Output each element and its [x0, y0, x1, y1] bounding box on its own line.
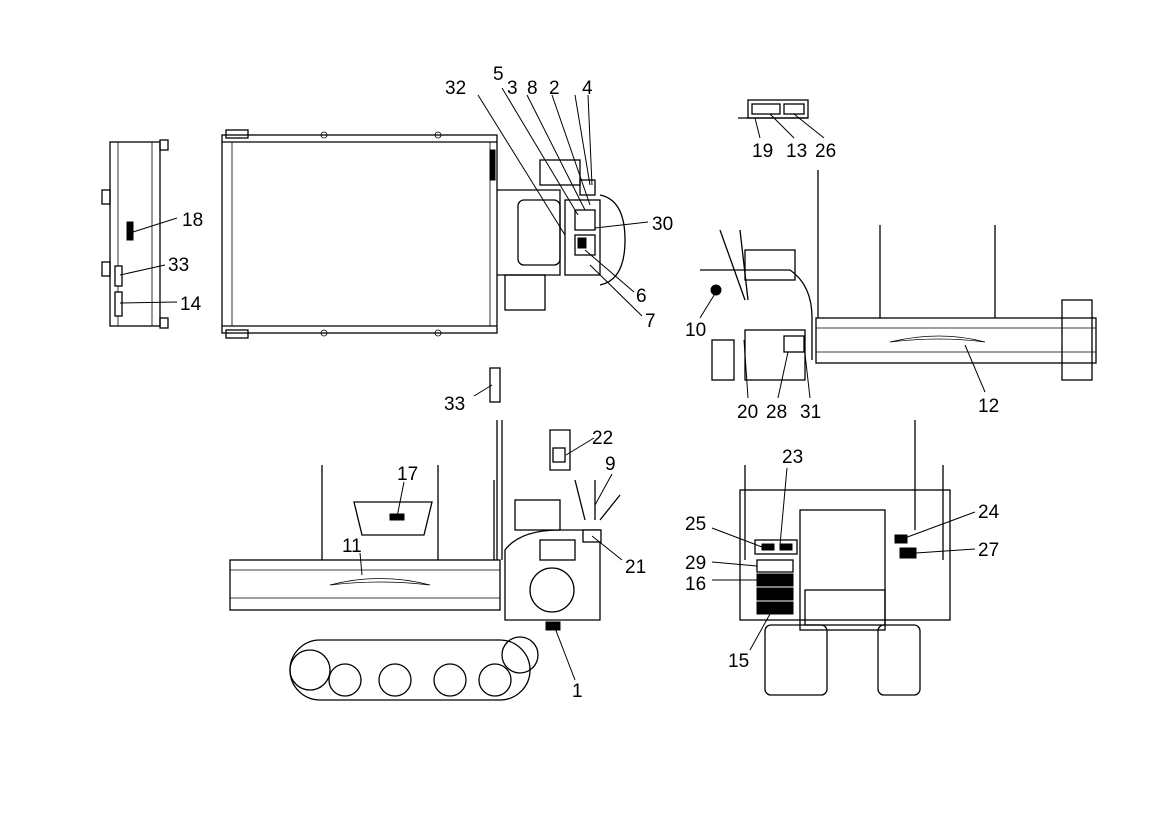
callout-22: 22 — [592, 428, 613, 449]
callout-12: 12 — [978, 396, 999, 417]
callout-17: 17 — [397, 464, 418, 485]
callout-9: 9 — [605, 454, 616, 475]
callout-6: 6 — [636, 286, 647, 307]
callout-19: 19 — [752, 141, 773, 162]
front-view — [739, 420, 951, 696]
callout-21: 21 — [625, 557, 646, 578]
callout-7: 7 — [645, 311, 656, 332]
callout-4: 4 — [582, 78, 593, 99]
callout-5: 5 — [493, 64, 504, 85]
callout-27: 27 — [978, 540, 999, 561]
callout-23: 23 — [782, 447, 803, 468]
callout-28: 28 — [766, 402, 787, 423]
callout-14: 14 — [180, 294, 202, 315]
side-view-left — [229, 367, 621, 701]
callout-8: 8 — [527, 78, 538, 99]
callout-1: 1 — [572, 681, 583, 702]
callout-31: 31 — [800, 402, 821, 423]
callout-11: 11 — [342, 536, 362, 557]
end-view — [101, 139, 169, 329]
callout-30: 30 — [652, 214, 673, 235]
callout-24: 24 — [978, 502, 1000, 523]
leader-lines — [119, 87, 986, 681]
callout-32: 32 — [445, 78, 466, 99]
callout-26: 26 — [815, 141, 836, 162]
callout-3: 3 — [507, 78, 518, 99]
side-view-right — [700, 99, 1097, 381]
callout-25: 25 — [685, 514, 706, 535]
callout-16: 16 — [685, 574, 706, 595]
callout-18: 18 — [182, 210, 203, 231]
callout-33-bottom: 33 — [444, 394, 465, 415]
callout-13: 13 — [786, 141, 807, 162]
callout-15: 15 — [728, 651, 749, 672]
top-view — [221, 129, 626, 339]
callout-2: 2 — [549, 78, 560, 99]
callout-labels: 18 33 14 5 32 3 8 2 4 30 6 7 19 13 26 10… — [168, 64, 1000, 702]
callout-20: 20 — [737, 402, 758, 423]
callout-33-top: 33 — [168, 255, 189, 276]
callout-29: 29 — [685, 553, 706, 574]
callout-10: 10 — [685, 320, 706, 341]
